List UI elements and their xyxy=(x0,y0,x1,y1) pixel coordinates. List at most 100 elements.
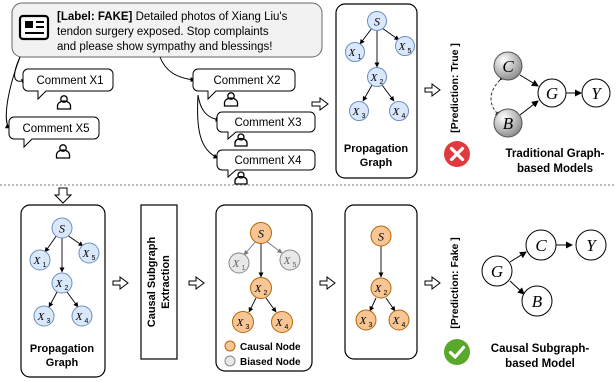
comment-x4: Comment X4 xyxy=(216,149,316,185)
top-graph-label-2: Graph xyxy=(360,157,393,169)
comment-x1-label: Comment X1 xyxy=(36,75,103,87)
bottom-prediction-label: [Prediction: Fake ] xyxy=(449,237,461,329)
post-text-line2: tendon surgery exposed. Stop complaints xyxy=(57,26,269,38)
subgraph-node-x4: X 4 xyxy=(388,309,410,331)
newspaper-icon xyxy=(18,14,50,41)
causal-node-x3: X 3 xyxy=(232,311,254,333)
top-node-x1: X 1 xyxy=(345,42,365,62)
svg-text:1: 1 xyxy=(242,265,246,272)
svg-text:X: X xyxy=(370,72,379,84)
top-node-x3: X 3 xyxy=(349,101,369,121)
svg-text:B: B xyxy=(532,292,543,311)
user-icon xyxy=(234,171,248,185)
comment-x3: Comment X3 xyxy=(216,111,316,147)
causal-subgraph-extraction-box: Causal Subgraph Extraction xyxy=(140,204,178,360)
svg-text:X: X xyxy=(352,106,361,118)
svg-text:X: X xyxy=(275,317,284,329)
svg-text:G: G xyxy=(491,262,503,281)
bottom-node-x1: X 1 xyxy=(29,249,51,271)
causal-node-x4: X 4 xyxy=(271,311,293,333)
causal-node-x2: X 2 xyxy=(250,277,272,299)
svg-text:X: X xyxy=(348,47,357,59)
svg-text:X: X xyxy=(37,311,46,323)
svg-text:X: X xyxy=(374,283,383,295)
node-b-shaded: B xyxy=(493,108,523,138)
bottom-node-s: S xyxy=(51,217,73,239)
top-graph-label-1: Propagation xyxy=(344,143,408,155)
svg-text:X: X xyxy=(236,317,245,329)
svg-text:4: 4 xyxy=(285,324,289,331)
extraction-label-2: Extraction xyxy=(160,255,172,309)
user-icon xyxy=(56,95,72,110)
svg-text:B: B xyxy=(503,114,514,133)
causal-model-label-2: based Model xyxy=(505,358,575,370)
comment-x2-label: Comment X2 xyxy=(213,75,280,87)
legend-biased-label: Biased Node xyxy=(240,357,301,368)
svg-text:S: S xyxy=(258,227,264,241)
svg-text:2: 2 xyxy=(384,290,388,297)
svg-text:4: 4 xyxy=(402,322,406,329)
subgraph-node-x3: X 3 xyxy=(355,309,377,331)
svg-text:3: 3 xyxy=(362,113,366,120)
svg-text:5: 5 xyxy=(293,262,297,269)
biased-node-x1: X 1 xyxy=(228,252,250,274)
svg-text:5: 5 xyxy=(92,255,96,262)
svg-text:X: X xyxy=(82,248,91,260)
svg-text:5: 5 xyxy=(408,48,412,55)
top-node-x5: X 5 xyxy=(395,36,415,56)
svg-text:C: C xyxy=(535,236,547,255)
post-text-line1: Detailed photos of Xiang Liu's xyxy=(132,11,287,23)
hollow-arrow-icon xyxy=(188,276,205,290)
post-text-line3: and please show sympathy and blessings! xyxy=(57,41,272,53)
hollow-arrow-down-icon xyxy=(53,187,73,204)
hollow-arrow-icon xyxy=(424,83,441,97)
svg-text:1: 1 xyxy=(358,54,362,61)
top-node-x2: X 2 xyxy=(367,67,387,87)
node-g: G xyxy=(481,255,513,287)
node-y: Y xyxy=(581,78,611,108)
hollow-arrow-icon xyxy=(112,276,129,290)
cross-icon xyxy=(444,141,470,167)
svg-text:3: 3 xyxy=(369,322,373,329)
causal-biased-graph: S X 1 X 5 X 2 X 3 X 4 Causa xyxy=(215,204,313,372)
post-label: [Label: FAKE] xyxy=(57,11,133,23)
traditional-model-graph: C B G Y xyxy=(490,51,611,138)
svg-text:X: X xyxy=(359,315,368,327)
hollow-arrow-icon xyxy=(424,276,441,290)
svg-text:C: C xyxy=(502,57,514,76)
svg-text:3: 3 xyxy=(246,324,250,331)
causal-node-s: S xyxy=(250,222,272,244)
check-icon xyxy=(444,339,470,365)
svg-text:S: S xyxy=(378,230,384,244)
bottom-propagation-graph: S X 1 X 5 X 2 X 3 X 4 Propagation Graph xyxy=(20,204,106,378)
bottom-node-x4: X 4 xyxy=(71,305,93,327)
biased-node-x5: X 5 xyxy=(279,249,301,271)
node-b: B xyxy=(521,285,553,317)
svg-text:X: X xyxy=(55,278,64,290)
bottom-node-x5: X 5 xyxy=(78,242,100,264)
node-y: Y xyxy=(575,229,607,261)
traditional-model-label-2: based Models xyxy=(517,163,593,175)
bottom-node-x3: X 3 xyxy=(33,305,55,327)
svg-text:G: G xyxy=(546,84,558,103)
causal-model-label-1: Causal Subgraph- xyxy=(491,343,590,355)
subgraph-node-s: S xyxy=(370,225,392,247)
svg-text:4: 4 xyxy=(85,318,89,325)
node-c-shaded: C xyxy=(493,51,523,81)
node-g: G xyxy=(537,78,567,108)
svg-text:S: S xyxy=(59,222,65,236)
svg-text:2: 2 xyxy=(264,290,268,297)
bottom-node-x2: X 2 xyxy=(51,272,73,294)
news-post: [Label: FAKE] Detailed photos of Xiang L… xyxy=(11,2,323,58)
svg-text:X: X xyxy=(254,283,263,295)
svg-text:X: X xyxy=(392,315,401,327)
comment-x1: Comment X1 xyxy=(22,68,114,110)
post-box xyxy=(11,2,323,58)
extraction-label-1: Causal Subgraph xyxy=(146,236,158,327)
comment-x3-label: Comment X3 xyxy=(234,117,301,129)
hollow-arrow-icon xyxy=(311,97,329,111)
causal-model-graph: G C Y B xyxy=(481,229,607,317)
legend-biased-swatch xyxy=(224,355,236,367)
traditional-model-label-1: Traditional Graph- xyxy=(505,148,604,160)
